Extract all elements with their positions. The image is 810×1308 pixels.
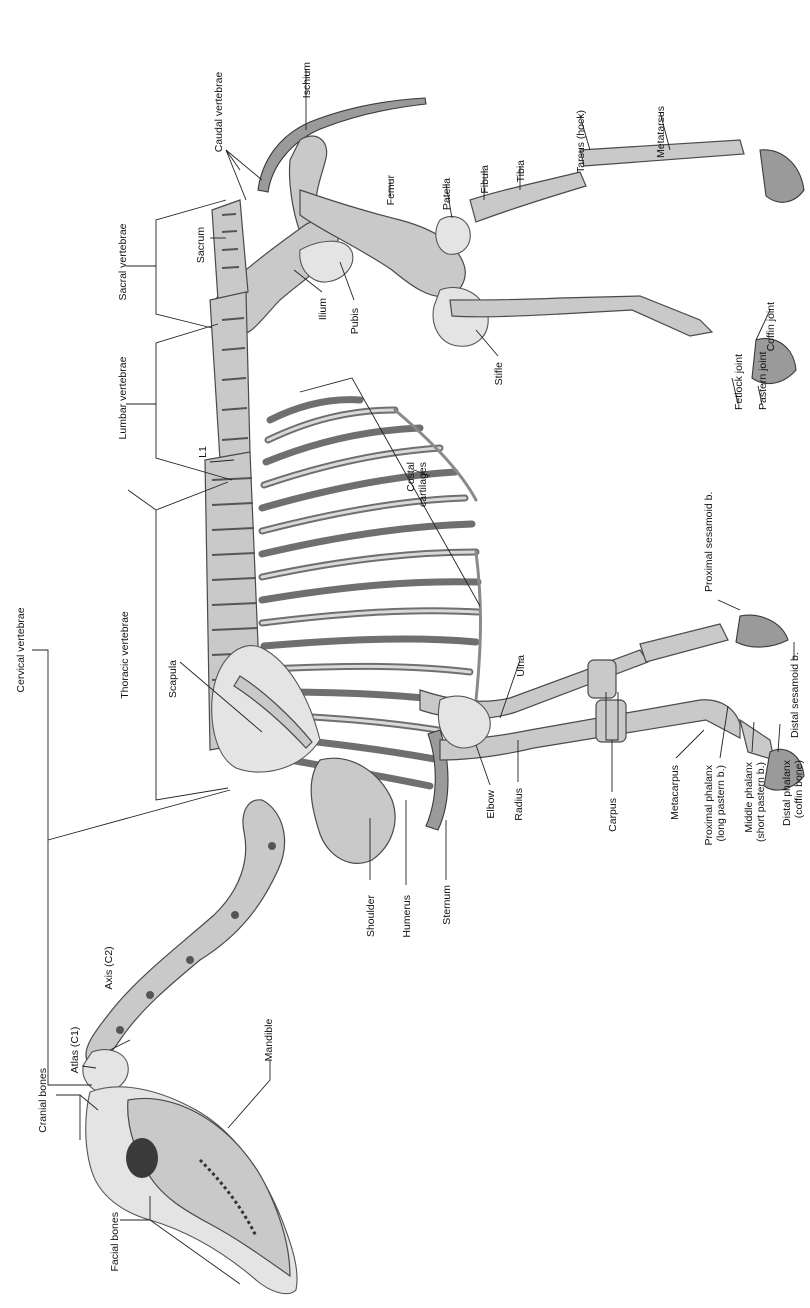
tail-drawing <box>258 98 426 192</box>
atlas-drawing <box>83 1050 128 1092</box>
label-humerus: Humerus <box>401 895 413 938</box>
label-thoracic-vertebrae: Thoracic vertebrae <box>119 611 131 699</box>
label-metatarsus: Metatarsus <box>655 106 667 158</box>
label-radius: Radius <box>513 788 525 821</box>
label-caudal-vertebrae: Caudal vertebrae <box>213 72 225 153</box>
lumbar-drawing <box>210 292 250 460</box>
label-proximal-phalanx: Proximal phalanx <box>703 764 715 845</box>
label-cervical-vertebrae: Cervical vertebrae <box>15 607 27 692</box>
patella-drawing <box>436 216 470 254</box>
label-sacrum: Sacrum <box>195 227 207 263</box>
label-tibia: Tibia <box>515 160 527 183</box>
hind-leg-back-drawing <box>450 296 712 336</box>
label-patella: Patella <box>441 178 453 210</box>
label-scapula: Scapula <box>167 660 179 698</box>
label-tarsus: Tarsus (hock) <box>575 110 587 173</box>
label-carpus: Carpus <box>607 798 619 832</box>
label-proximal-sesamoid: Proximal sesamoid b. <box>703 492 715 592</box>
label-middle-phalanx-sub: (short pastern b.) <box>755 762 767 842</box>
label-elbow: Elbow <box>485 790 497 819</box>
label-pastern-joint: Pastern joint <box>757 352 769 410</box>
label-atlas: Atlas (C1) <box>69 1027 81 1074</box>
label-distal-phalanx-sub: (coffin bone) <box>793 760 805 818</box>
label-l1: L1 <box>197 446 209 458</box>
label-mandible: Mandible <box>263 1019 275 1062</box>
label-distal-phalanx: Distal phalanx <box>781 759 793 826</box>
label-fetlock-joint: Fetlock joint <box>733 354 745 410</box>
label-proximal-phalanx-sub: (long pastern b.) <box>715 765 727 841</box>
orbit-drawing <box>126 1138 158 1178</box>
label-axis: Axis (C2) <box>103 946 115 989</box>
label-coffin-joint: Coffin joint <box>765 302 777 352</box>
label-distal-sesamoid: Distal sesamoid b. <box>789 652 801 738</box>
label-fibula: Fibula <box>479 165 491 194</box>
forelimb-right-lower <box>740 720 774 760</box>
label-ilium: Ilium <box>317 298 329 320</box>
skeleton-illustration <box>83 98 804 1294</box>
label-femur: Femur <box>385 175 397 206</box>
label-metacarpus: Metacarpus <box>669 765 681 820</box>
forehoof-left <box>736 615 788 647</box>
label-facial-bones: Facial bones <box>109 1212 121 1272</box>
label-pubis: Pubis <box>349 308 361 334</box>
cervical-vertebrae-drawing <box>86 800 285 1064</box>
label-sternum: Sternum <box>441 885 453 925</box>
label-costal: Costal <box>405 462 417 492</box>
label-cranial-bones: Cranial bones <box>37 1068 49 1133</box>
label-ischium: Ischium <box>301 62 313 98</box>
label-ulna: Ulna <box>515 655 527 677</box>
label-lumbar-vertebrae: Lumbar vertebrae <box>117 356 129 439</box>
hindhoof-upper <box>760 150 804 202</box>
label-shoulder: Shoulder <box>365 894 377 937</box>
forelimb-left-lower <box>640 624 728 662</box>
label-sacral-vertebrae: Sacral vertebrae <box>117 223 129 300</box>
label-costal-cartilages: cartilages <box>417 462 429 507</box>
label-stifle: Stifle <box>493 362 505 386</box>
label-middle-phalanx: Middle phalanx <box>743 761 755 832</box>
